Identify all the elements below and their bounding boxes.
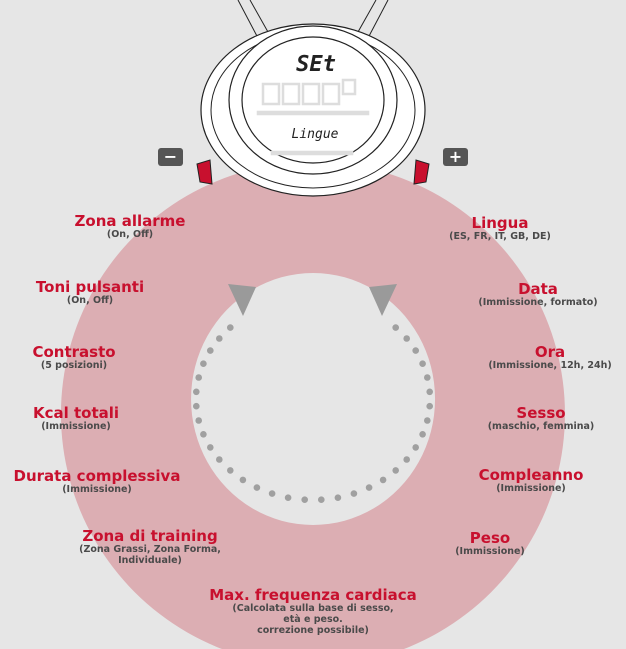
- label-ora: Ora(Immissione, 12h, 24h): [488, 343, 612, 372]
- cycle-dot: [284, 494, 292, 502]
- cycle-dot: [193, 402, 200, 410]
- cycle-dot: [200, 431, 207, 438]
- cycle-dot: [403, 335, 411, 342]
- cycle-dot: [239, 476, 247, 484]
- cycle-dot: [334, 494, 342, 502]
- label-contrasto: Contrasto(5 posizioni): [32, 343, 116, 372]
- arrow-right: [369, 284, 397, 316]
- cycle-dot: [207, 347, 214, 354]
- dotted-cycle: [193, 324, 434, 504]
- minus-button[interactable]: −: [158, 148, 183, 166]
- label-zona-di-training: Zona di training(Zona Grassi, Zona Forma…: [79, 527, 221, 567]
- cycle-dot: [207, 444, 214, 451]
- cycle-dot: [419, 360, 426, 368]
- cycle-dot: [195, 374, 202, 381]
- label-kcal-totali: Kcal totali(Immissione): [32, 404, 120, 433]
- label-peso: Peso(Immissione): [455, 529, 525, 558]
- cycle-dot: [195, 417, 202, 424]
- menu-ring: [60, 162, 565, 649]
- cycle-dot: [193, 388, 200, 396]
- right-red-button: [413, 159, 430, 185]
- cycle-dot: [350, 490, 358, 497]
- cycle-dot: [379, 476, 387, 484]
- cycle-dot: [419, 431, 426, 438]
- cycle-dot: [412, 444, 420, 451]
- cycle-dot: [227, 467, 234, 474]
- display-menu-text: Lingue: [291, 127, 339, 142]
- cycle-dot: [392, 324, 400, 331]
- display-mode-text: SEt: [296, 52, 336, 77]
- cycle-dot: [227, 324, 234, 331]
- watch-display: [241, 36, 385, 164]
- label-data: Data(Immissione, formato): [478, 280, 598, 309]
- label-zona-allarme: Zona allarme(On, Off): [74, 212, 186, 241]
- cycle-dot: [365, 484, 373, 491]
- label-compleanno: Compleanno(Immissione): [478, 466, 584, 495]
- cycle-dot: [318, 496, 325, 504]
- cycle-dot: [426, 388, 434, 396]
- cycle-dot: [392, 467, 400, 474]
- label-toni-pulsanti: Toni pulsanti(On, Off): [35, 278, 145, 307]
- label-lingua: Lingua(ES, FR, IT, GB, DE): [449, 214, 551, 243]
- left-red-button: [196, 159, 213, 185]
- cycle-dot: [200, 360, 207, 368]
- cycle-dot: [253, 484, 261, 491]
- watch-strap: [237, 0, 389, 39]
- cycle-dot: [403, 456, 411, 463]
- label-max-frequenza-cardiaca: Max. frequenza cardiaca (Calcolata sulla…: [209, 586, 417, 637]
- cycle-dot: [216, 456, 223, 463]
- label-sesso: Sesso(maschio, femmina): [487, 404, 595, 433]
- cycle-dot: [301, 496, 309, 504]
- label-durata-complessiva: Durata complessiva(Immissione): [13, 467, 181, 496]
- cycle-dot: [268, 490, 276, 497]
- cycle-dot: [426, 402, 434, 410]
- lcd-segments: [256, 78, 370, 156]
- cycle-dot: [216, 335, 223, 342]
- cycle-dot: [424, 374, 431, 381]
- cycle-dot: [424, 417, 431, 424]
- cycle-dot: [412, 347, 420, 354]
- arrow-left: [228, 284, 256, 316]
- plus-button[interactable]: +: [443, 148, 468, 166]
